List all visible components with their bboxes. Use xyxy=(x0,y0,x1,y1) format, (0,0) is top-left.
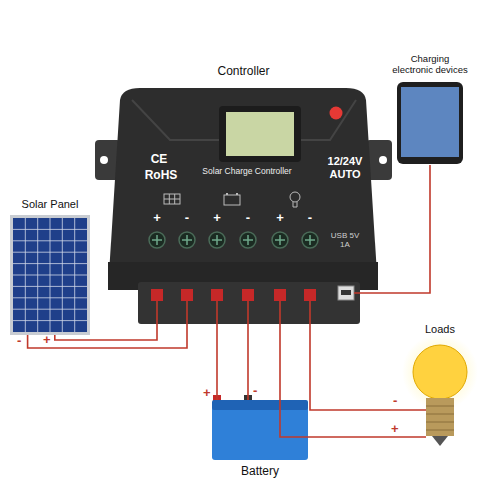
socket xyxy=(211,289,223,301)
polarity-label: - xyxy=(253,384,257,397)
wire-stubs xyxy=(405,410,426,437)
usb-port xyxy=(338,286,354,300)
tablet-body xyxy=(397,82,463,164)
mount-hole xyxy=(100,156,108,164)
housing-body xyxy=(108,88,378,290)
panel-cells xyxy=(13,218,87,332)
battery-lid xyxy=(212,400,308,410)
socket xyxy=(242,289,254,301)
polarity-label: - xyxy=(17,334,21,347)
battery-icon-terminals xyxy=(227,193,237,195)
bulb-icon xyxy=(290,192,300,202)
node-heading: Charging electronic devices xyxy=(391,54,470,76)
bulb-icon-base xyxy=(293,202,297,207)
tablet-picture xyxy=(397,82,463,164)
node-heading: Loads xyxy=(425,323,455,336)
socket xyxy=(151,289,163,301)
controller-housing xyxy=(95,88,392,330)
bulb-base xyxy=(426,398,454,436)
polarity-label: + xyxy=(43,333,51,346)
solar-panel-node: Solar Panel xyxy=(10,215,90,335)
polarity-label: + xyxy=(203,386,211,399)
terminal-block xyxy=(138,282,360,324)
node-heading: Battery xyxy=(241,465,279,479)
socket xyxy=(274,289,286,301)
load-node: Loads xyxy=(405,340,475,450)
socket xyxy=(304,289,316,301)
wire xyxy=(216,330,218,400)
controller-node: ControllerCERoHSSolar Charge Controller1… xyxy=(95,85,392,330)
battery-node: Battery xyxy=(212,400,308,460)
battery-picture xyxy=(212,395,308,460)
panel-icon-grid xyxy=(164,194,180,204)
wire xyxy=(55,330,157,340)
bulb-picture xyxy=(402,334,478,446)
red-button xyxy=(330,107,343,120)
polarity-label: + xyxy=(391,422,399,435)
node-heading: Solar Panel xyxy=(22,198,79,211)
rohs-mark: RoHS xyxy=(145,169,178,183)
usb-port-slot xyxy=(341,290,351,295)
polarity-sign: + xyxy=(213,211,221,226)
panel-frame xyxy=(10,215,90,335)
ce-mark: CE xyxy=(151,153,168,167)
panel-icon xyxy=(164,194,180,204)
wire xyxy=(28,330,187,348)
battery-body xyxy=(212,406,308,460)
device-node: Charging electronic devices xyxy=(395,80,465,165)
wire xyxy=(247,330,249,400)
polarity-sign: + xyxy=(276,211,284,226)
polarity-sign: - xyxy=(308,211,312,226)
lcd-screen xyxy=(226,112,294,156)
panel-grid xyxy=(13,218,87,332)
voltage-rating: 12/24V AUTO xyxy=(322,155,368,180)
product-name: Solar Charge Controller xyxy=(202,167,291,177)
lcd-frame xyxy=(219,106,301,162)
solar-panel-picture xyxy=(10,215,90,335)
tablet-screen xyxy=(401,87,459,157)
wire-stubs xyxy=(157,293,392,330)
battery-icon xyxy=(224,195,240,205)
screw-terminals xyxy=(149,232,318,248)
bulb-thread xyxy=(426,406,454,430)
wire xyxy=(280,330,405,437)
polarity-sign: + xyxy=(153,211,161,226)
polarity-sign: - xyxy=(246,211,250,226)
bulb-glass xyxy=(413,345,467,399)
usb-rating: USB 5V 1A xyxy=(329,231,361,249)
polarity-label: - xyxy=(393,394,397,407)
terminal-sockets xyxy=(151,289,316,301)
screw-slots xyxy=(152,235,315,245)
polarity-sign: - xyxy=(185,211,189,226)
wire xyxy=(310,330,405,410)
node-heading: Controller xyxy=(217,65,269,79)
wire xyxy=(392,165,430,293)
socket xyxy=(181,289,193,301)
mount-hole xyxy=(379,156,387,164)
bulb-tip xyxy=(432,436,448,446)
